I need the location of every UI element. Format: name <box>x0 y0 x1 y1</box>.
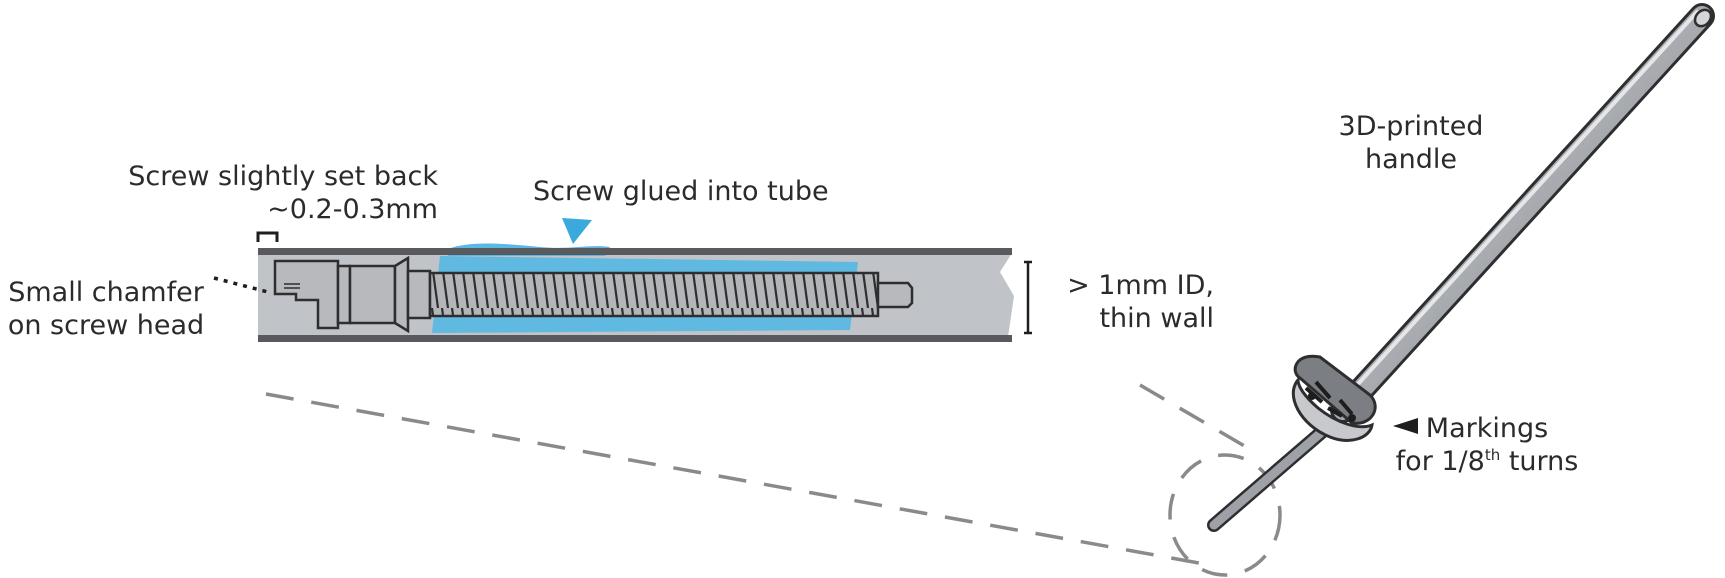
screw-head <box>273 255 432 334</box>
screw-thread <box>428 271 880 318</box>
id-label: > 1mm ID, thin wall <box>1040 269 1214 335</box>
setback-label-line1: Screw slightly set back <box>128 161 438 192</box>
chamfer-label-line2: on screw head <box>7 310 205 341</box>
handle-label-line2: handle <box>1364 144 1458 175</box>
chamfer-label-line1: Small chamfer <box>8 277 204 308</box>
markings-text-post: turns <box>1500 446 1579 477</box>
setback-bracket <box>256 231 279 242</box>
screw-tip <box>876 281 914 309</box>
markings-text-pre: for 1/8 <box>1395 446 1485 477</box>
id-dimension <box>1024 260 1032 335</box>
markings-pointer <box>1393 418 1418 434</box>
markings-sup: th <box>1484 446 1501 464</box>
handle-tool <box>1207 3 1715 532</box>
id-label-line2: thin wall <box>1099 303 1214 334</box>
id-label-line1: > 1mm ID, <box>1067 270 1214 301</box>
tube-wall-bottom <box>258 335 1012 342</box>
zoom-circle <box>1168 453 1282 577</box>
markings-label-line2: for 1/8th turns <box>1376 445 1598 478</box>
zoom-lines <box>265 383 1249 567</box>
tube-cross-section <box>258 243 1014 342</box>
tube-wall-top <box>258 248 1012 255</box>
markings-label: Markings for 1/8th turns <box>1376 412 1598 478</box>
setback-label-line2: ~0.2-0.3mm <box>267 194 438 225</box>
rod-end <box>1693 8 1713 28</box>
markings-label-line1: Markings <box>1425 413 1549 444</box>
chamfer-label: Small chamfer on screw head <box>0 276 212 342</box>
handle-label-line1: 3D-printed <box>1338 111 1484 142</box>
setback-label: Screw slightly set back ~0.2-0.3mm <box>108 160 438 226</box>
handle-label: 3D-printed handle <box>1324 110 1498 176</box>
marking-collar <box>1291 354 1377 442</box>
glue-pointer <box>562 218 592 244</box>
glued-label: Screw glued into tube <box>533 176 829 207</box>
